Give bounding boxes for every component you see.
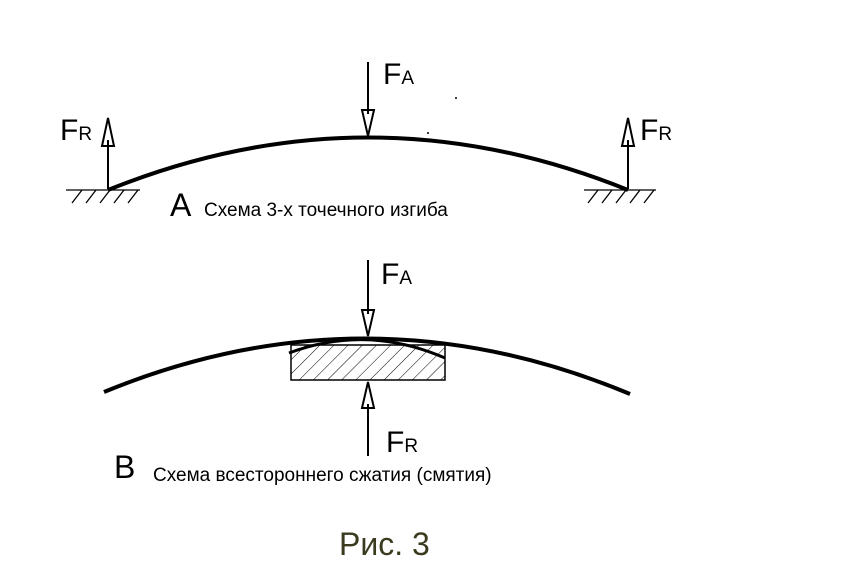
scheme-a-force-right-label: FR [640,114,672,147]
scheme-b: FA FR B Схема всестороннего сжатия (смят… [103,258,631,486]
stray-dot [427,132,429,134]
scheme-a-beam [107,135,629,192]
scheme-a-letter: A [170,187,192,223]
scheme-a: FA FR FR A Схема 3-х точечного изгиба [60,58,672,223]
scheme-b-force-bottom-label: FR [386,426,418,459]
scheme-a-right-force-arrow-up-icon [620,117,636,189]
scheme-b-letter: B [114,449,135,485]
left-support-icon [66,189,140,204]
scheme-a-caption: Схема 3-х точечного изгиба [204,200,448,221]
scheme-a-force-top-label: FA [383,58,414,91]
figure-label: Рис. 3 [339,526,430,562]
scheme-b-force-arrow-up-icon [360,381,376,456]
stray-dot [455,97,457,99]
scheme-b-force-arrow-down-icon [360,260,376,337]
scheme-a-force-left-label: FR [60,114,92,147]
scheme-b-beam [103,336,631,396]
right-support-icon [584,189,656,204]
scheme-b-caption: Схема всестороннего сжатия (смятия) [153,465,492,486]
scheme-b-block [290,344,446,381]
scheme-a-left-force-arrow-up-icon [100,117,116,189]
scheme-a-force-arrow-down-icon [360,62,376,137]
scheme-b-force-top-label: FA [381,258,412,291]
